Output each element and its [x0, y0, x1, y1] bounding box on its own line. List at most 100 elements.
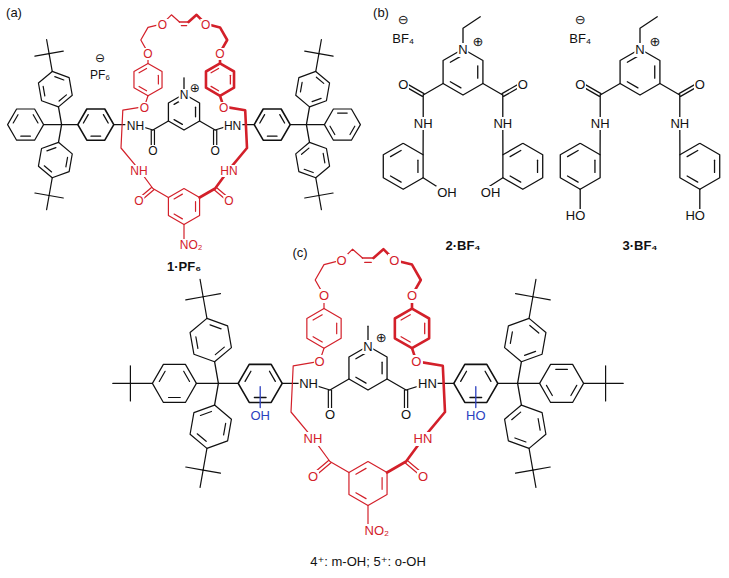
bond — [306, 124, 324, 125]
bond — [529, 448, 533, 470]
bond — [516, 470, 533, 473]
atom-label: O — [147, 145, 158, 158]
label-holder: NH — [303, 429, 324, 447]
label-holder: O — [694, 75, 706, 93]
bond — [130, 383, 131, 401]
bond — [210, 325, 221, 329]
ring — [383, 143, 423, 189]
bond — [533, 467, 550, 470]
label-holder: O — [336, 251, 348, 269]
bond — [510, 150, 521, 156]
atom-label: O — [314, 355, 326, 369]
bond-chain — [387, 348, 445, 472]
bond — [267, 135, 277, 136]
bond — [290, 124, 306, 125]
atom-label: O — [142, 48, 153, 61]
label-holder: O — [318, 286, 330, 304]
bond — [594, 160, 595, 172]
bond — [66, 157, 68, 166]
bond — [184, 371, 190, 381]
panel-label: (b) — [372, 6, 390, 20]
charge-sign: ⊕ — [471, 35, 484, 49]
label-holder: ⊖ — [397, 10, 410, 28]
bond — [316, 77, 323, 83]
bond — [203, 470, 220, 473]
bond — [62, 124, 78, 125]
bond — [568, 150, 579, 156]
bond — [483, 84, 503, 96]
ring — [296, 142, 330, 177]
label-holder: 3·BF₄ — [621, 236, 658, 254]
label-holder: BF₄ — [391, 29, 415, 47]
bond — [475, 387, 476, 408]
bond — [401, 337, 410, 342]
atom-label: O — [694, 78, 706, 92]
label-holder: NH — [413, 114, 434, 132]
bond-chain — [189, 15, 228, 64]
bond — [302, 148, 309, 154]
label-holder: NH — [590, 114, 611, 132]
bond — [423, 84, 443, 96]
panel-label: (c) — [291, 246, 308, 260]
label-holder: O — [139, 98, 150, 116]
bond — [44, 124, 62, 125]
bond — [498, 383, 518, 384]
label-holder: ⊖ — [94, 48, 106, 66]
label-holder: 4⁺: m-OH; 5⁺: o-OH — [309, 552, 427, 570]
bond — [300, 82, 302, 91]
ring — [134, 63, 162, 95]
bond — [215, 383, 219, 405]
compound-label: 2·BF₄ — [444, 239, 481, 253]
bond — [21, 136, 31, 137]
atom-label: O — [157, 19, 168, 32]
ring — [38, 142, 72, 177]
bond — [113, 383, 131, 384]
atom-label: O — [133, 195, 144, 208]
salt-drawing — [383, 17, 542, 190]
group-label: NO₂ — [179, 239, 204, 252]
bond — [169, 397, 181, 398]
bond — [139, 68, 146, 72]
bond — [49, 51, 63, 54]
bond — [510, 176, 521, 182]
bond — [58, 125, 61, 143]
panel-label: (a) — [5, 6, 23, 20]
bond — [43, 86, 45, 95]
bond — [323, 153, 325, 162]
bond — [605, 366, 606, 384]
label-holder: O — [406, 286, 418, 304]
bond — [330, 379, 349, 390]
bond-chain — [121, 96, 168, 198]
atom-label: N — [362, 340, 373, 354]
bond — [130, 383, 152, 384]
bond — [159, 371, 165, 381]
bond — [91, 135, 101, 136]
bond — [174, 120, 182, 125]
bond — [461, 371, 467, 381]
label-holder: O — [410, 352, 422, 370]
group-label: OH — [480, 186, 502, 200]
atom-label: O — [336, 254, 348, 268]
label-holder: NH — [298, 374, 319, 392]
bond — [312, 98, 321, 101]
bond — [387, 379, 406, 390]
ring — [38, 71, 72, 106]
atom-label: HN — [417, 377, 438, 391]
atom-label: O — [214, 48, 225, 61]
bond — [417, 160, 418, 172]
label-holder: O — [200, 15, 211, 33]
atom-label: NH — [492, 117, 513, 131]
atom-label: O — [397, 78, 409, 92]
bond — [158, 75, 159, 84]
label-holder: O — [157, 15, 168, 33]
label-holder: O — [218, 98, 229, 116]
atom-label: HN — [223, 120, 242, 133]
label-holder: HO — [565, 206, 587, 224]
bond — [200, 279, 203, 296]
label-holder: NH — [492, 114, 513, 132]
rotaxane-drawing — [8, 15, 361, 243]
charge-sign: ⊕ — [375, 331, 388, 345]
bond — [518, 383, 540, 384]
bond — [580, 189, 581, 210]
bond — [687, 150, 698, 156]
